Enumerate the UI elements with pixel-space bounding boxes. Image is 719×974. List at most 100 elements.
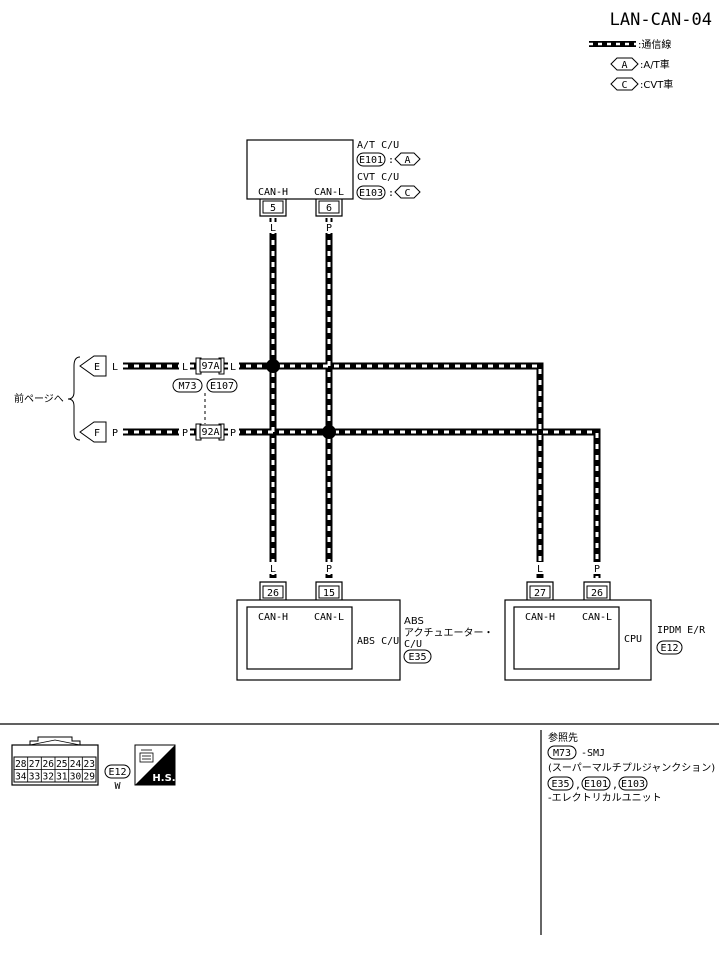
wire-color-f-2: P (182, 428, 188, 439)
svg-text:26: 26 (267, 588, 279, 599)
cavity-29: 29 (83, 772, 95, 783)
abs-term-canh: CAN-H (258, 612, 288, 623)
svg-text:F: F (94, 428, 100, 439)
left-page-refs: 前ページへ E L L 97A L M73 E107 F (14, 355, 239, 443)
svg-text:5: 5 (270, 203, 276, 214)
wire-color-ipdm-p: P (594, 564, 600, 575)
svg-text:E107: E107 (210, 381, 234, 392)
svg-text:E12: E12 (660, 643, 678, 654)
svg-text:E101: E101 (584, 779, 608, 790)
wire-color-ipdm-l: L (537, 564, 543, 575)
svg-text:15: 15 (323, 588, 335, 599)
ref-m73-text: -SMJ (581, 748, 605, 759)
cavity-28: 28 (15, 759, 27, 770)
connector-face-e12: 28 27 26 25 24 23 34 33 32 31 30 29 (11, 736, 99, 786)
ref-conn-e101: E101 (581, 776, 611, 791)
ref-m73-desc: (スーパーマルチプルジャンクション) (548, 762, 715, 774)
reference-block: 参照先 M73 -SMJ (スーパーマルチプルジャンクション) E35 , E1… (547, 731, 715, 804)
prev-page-label: 前ページへ (14, 392, 64, 405)
svg-text:E101: E101 (359, 155, 383, 166)
conn-e107: E107 (206, 378, 238, 393)
cavity-30: 30 (70, 772, 82, 783)
at-cu-pin-5: 5 (259, 199, 287, 217)
svg-text:A: A (404, 155, 410, 166)
ref-conn-e103: E103 (618, 776, 648, 791)
svg-text:26: 26 (591, 588, 603, 599)
ipdm-inner-label: CPU (624, 634, 642, 645)
svg-text:,: , (575, 780, 581, 791)
ipdm-term-canl: CAN-L (582, 612, 612, 623)
legend-c-label: :CVT車 (640, 78, 673, 91)
ipdm-pin-27: 27 (526, 581, 554, 600)
housing-icon (139, 749, 154, 763)
svg-text:E12: E12 (108, 767, 126, 778)
at-cu-conn-e103: E103 (356, 185, 386, 200)
svg-text:A: A (621, 60, 627, 71)
joint-pin-92a: 92A (195, 423, 225, 441)
ref-f-arrow: F (79, 421, 107, 443)
cvt-cu-title: CVT C/U (357, 172, 399, 183)
legend: :通信線 A :A/T車 C :CVT車 (589, 38, 673, 91)
at-cu-title: A/T C/U (357, 140, 399, 151)
svg-text:E: E (94, 362, 100, 373)
svg-text::: : (388, 155, 394, 166)
svg-text:92A: 92A (201, 427, 219, 438)
ipdm-conn-e12: E12 (656, 640, 683, 655)
cavity-24: 24 (70, 759, 82, 770)
at-cu-term-canh: CAN-H (258, 187, 288, 198)
at-cu-variant-c: C (394, 185, 421, 199)
cavity-26: 26 (42, 759, 54, 770)
svg-text:E103: E103 (621, 779, 645, 790)
svg-text:97A: 97A (201, 361, 219, 372)
ipdm-unit: L P 27 26 CAN-H CAN-L CPU IPDM E/R E12 (504, 562, 706, 681)
cavity-23: 23 (83, 759, 94, 770)
legend-comm-label: :通信線 (638, 38, 671, 51)
abs-conn-e35: E35 (403, 649, 432, 664)
wire-color-abs-l: L (270, 564, 276, 575)
abs-title-2: アクチュエーター・ (404, 627, 494, 639)
svg-text:M73: M73 (178, 381, 196, 392)
junction-dot-canl (322, 425, 336, 439)
hs-badge-text: H.S. (152, 773, 175, 784)
cavity-33: 33 (29, 772, 40, 783)
wire-color-top-p: P (326, 223, 332, 234)
at-cu-unit: A/T C/U E101 : A CVT C/U E103 : C CAN-H … (246, 139, 421, 234)
connector-face-label: E12 W (104, 764, 131, 792)
cavity-32: 32 (42, 772, 53, 783)
wire-color-top-l: L (270, 223, 276, 234)
legend-a-symbol: A (610, 57, 639, 71)
wire-color-f-1: P (112, 428, 118, 439)
wire-color-abs-p: P (326, 564, 332, 575)
svg-text:C: C (621, 80, 627, 91)
wire-color-e-2: L (182, 362, 188, 373)
cavity-27: 27 (29, 759, 40, 770)
joint-pin-97a: 97A (195, 357, 225, 375)
svg-text:27: 27 (534, 588, 546, 599)
ref-ecu-text: -エレクトリカルユニット (548, 792, 662, 804)
svg-text:E35: E35 (551, 779, 569, 790)
cavity-31: 31 (56, 772, 68, 783)
diagram-code: LAN-CAN-04 (610, 10, 712, 30)
svg-text:C: C (404, 188, 410, 199)
at-cu-pin-6: 6 (315, 199, 343, 217)
ipdm-title: IPDM E/R (657, 625, 706, 636)
svg-text:6: 6 (326, 203, 332, 214)
abs-term-canl: CAN-L (314, 612, 344, 623)
wire-color-e-3: L (230, 362, 236, 373)
ref-conn-m73: M73 (547, 745, 577, 760)
abs-unit: L P 26 15 CAN-H CAN-L ABS C/U ABS アクチュエー… (236, 562, 494, 681)
junction-dot-canh (266, 359, 280, 373)
legend-a-label: :A/T車 (640, 58, 670, 71)
svg-text:,: , (612, 780, 618, 791)
svg-text:E35: E35 (408, 652, 426, 663)
cavity-25: 25 (56, 759, 67, 770)
abs-title-3: C/U (404, 639, 422, 650)
connector-color: W (114, 781, 121, 792)
svg-text:M73: M73 (553, 748, 571, 759)
wire-color-e-1: L (112, 362, 118, 373)
svg-text::: : (388, 188, 394, 199)
comm-lines (123, 218, 601, 578)
at-cu-variant-a: A (394, 152, 421, 166)
at-cu-term-canl: CAN-L (314, 187, 344, 198)
